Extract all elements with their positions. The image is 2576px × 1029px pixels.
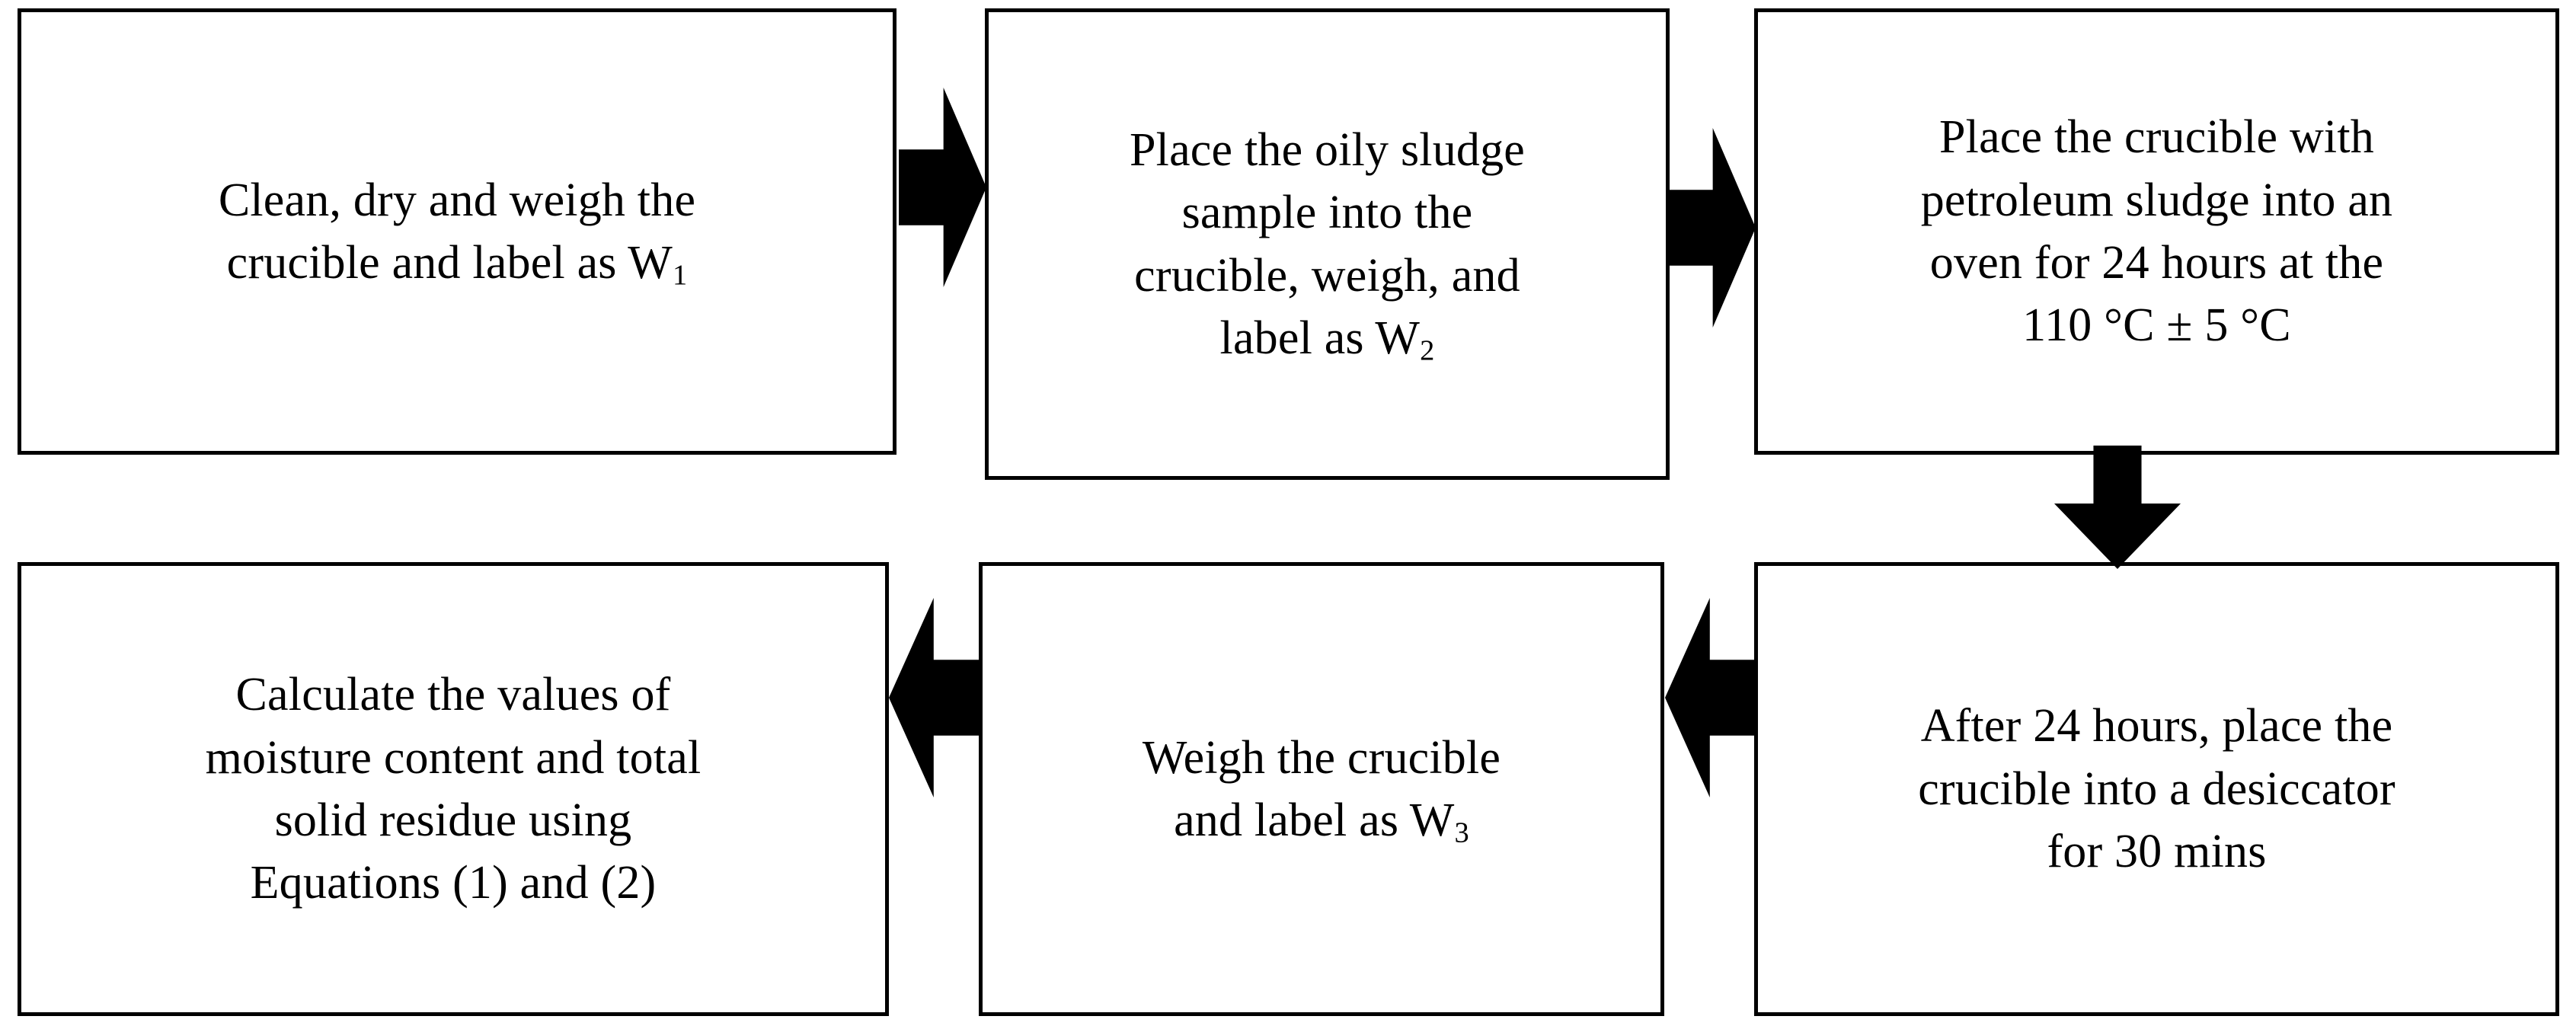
step-5-subscript: 3 [1454, 816, 1469, 849]
arrow-right-icon-step1-to-step2 [899, 88, 986, 287]
step-2-subscript: 2 [1420, 334, 1435, 367]
arrow-left-icon-step4-to-step5 [1665, 598, 1756, 797]
arrow-left-icon-step5-to-step6 [889, 598, 980, 797]
arrow-right-icon-step2-to-step3 [1668, 128, 1756, 328]
arrow-down-icon-step3-to-step4 [2054, 446, 2181, 569]
step-1-subscript: 1 [672, 259, 688, 292]
